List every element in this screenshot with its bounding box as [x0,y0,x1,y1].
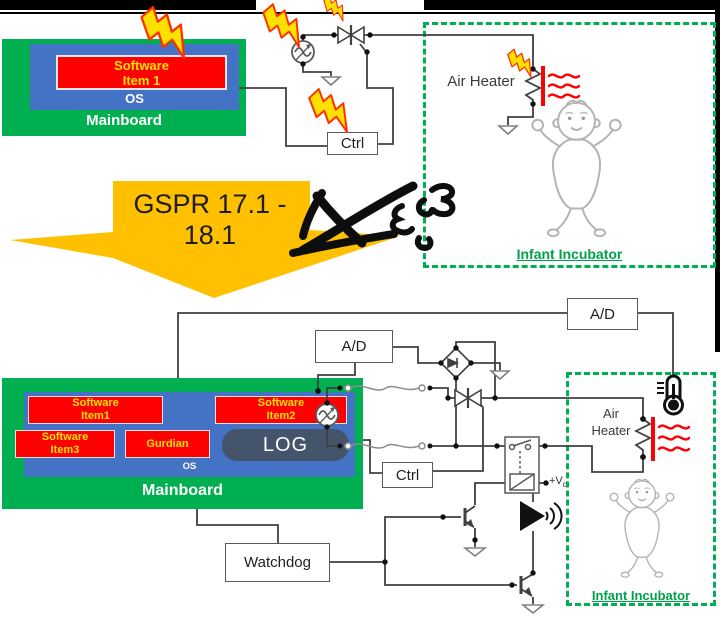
top-black-bar-left [0,0,256,10]
bottom-air-heater-label: Air Heater [585,405,637,441]
software-item-1-line1: Software [114,57,169,73]
bottom-mainboard-label: Mainboard [142,482,223,499]
software-item3: Software Item3 [15,430,115,458]
bottom-air-heater-line2: Heater [591,423,631,438]
right-black-bar [715,0,720,352]
top-incubator-label: Infant Incubator [516,246,623,262]
guardian-box: Gurdian [125,430,210,458]
top-ctrl-box: Ctrl [327,132,378,155]
top-rule-line [0,12,720,14]
supply-voltage-label: +Vd [549,475,579,490]
software-item2: Software Item2 [215,396,347,424]
gspr-line2: 18.1 [183,220,237,250]
software-item3-line2: Item3 [50,444,80,456]
software-item2-line1: Software [257,397,305,409]
software-item-1-line2: Item 1 [122,72,161,88]
software-item1: Software Item1 [28,396,163,424]
gspr-arrow-text: GSPR 17.1 - 18.1 [108,189,312,251]
supply-voltage-main: +V [549,475,563,487]
supply-voltage-sub: d [562,480,568,490]
software-item3-line1: Software [41,431,89,443]
bottom-air-heater-line1: Air [603,406,619,421]
top-os-label: OS [125,91,144,106]
software-item1-line2: Item1 [81,410,110,422]
gspr-line1: GSPR 17.1 - [133,189,287,219]
bottom-incubator-label: Infant Incubator [591,588,691,603]
bottom-os-label: OS [182,461,197,472]
adc-left-box: A/D [315,330,393,363]
software-item2-line2: Item2 [266,410,296,422]
top-incubator-box [423,22,716,268]
top-black-bar-right [424,0,716,10]
bottom-ctrl-box: Ctrl [382,462,433,488]
top-software-item-1: Software Item 1 [56,55,227,90]
top-air-heater-label: Air Heater [447,73,515,90]
top-mainboard-label: Mainboard [86,112,162,129]
software-item1-line1: Software [72,397,119,409]
log-box: LOG [222,429,349,461]
watchdog-box: Watchdog [225,543,330,582]
adc-right-box: A/D [567,298,638,330]
